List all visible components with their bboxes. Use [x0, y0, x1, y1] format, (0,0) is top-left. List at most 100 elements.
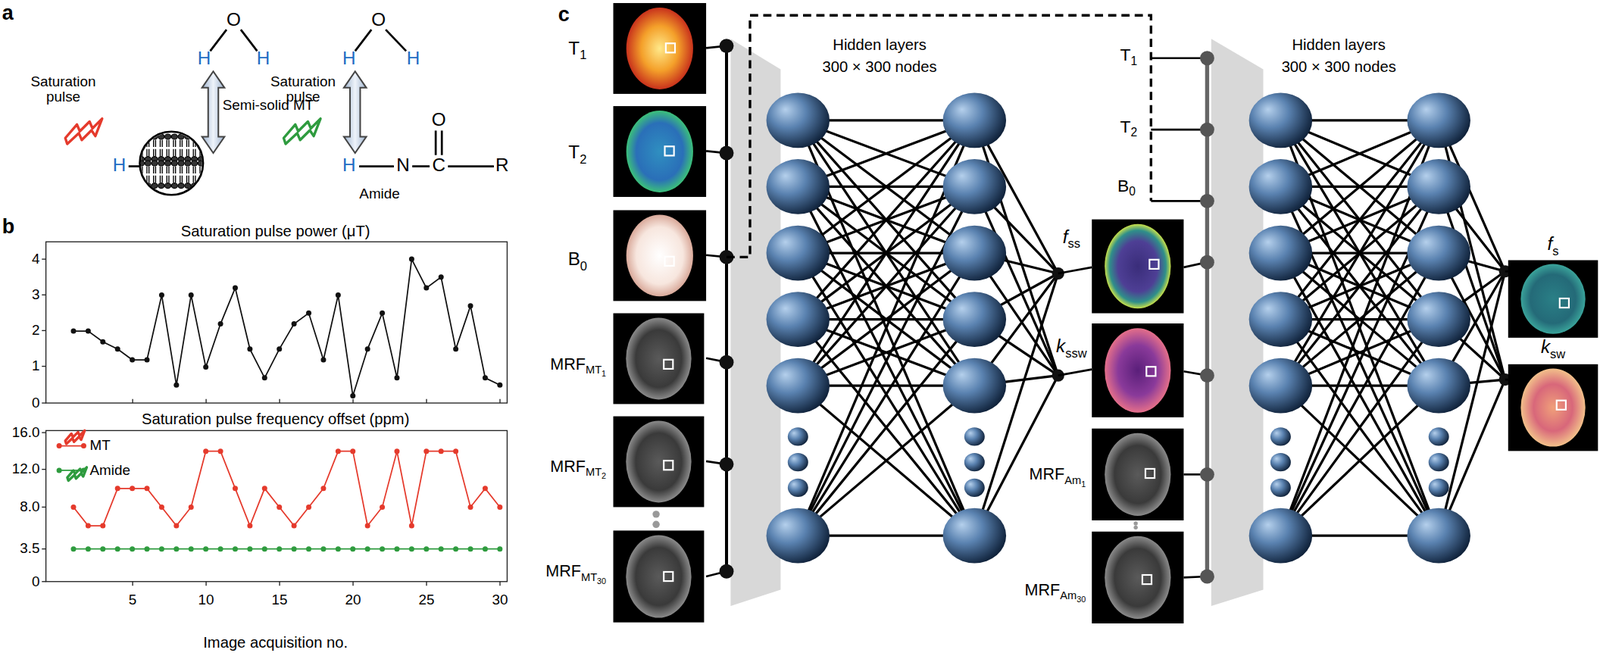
label-text: 12.0: [12, 460, 41, 478]
layer-connection: [1280, 120, 1439, 320]
text-group: 30: [492, 592, 509, 609]
image-tile: ksw: [1508, 364, 1599, 451]
text-group: 4: [31, 251, 41, 268]
subscript-text: 2: [601, 471, 607, 482]
input-neuron: [1200, 569, 1215, 585]
subscript-text: 2: [579, 151, 587, 166]
label-text: 30: [492, 590, 509, 608]
data-point: [335, 546, 341, 552]
axis-tick: [205, 399, 207, 404]
brain-map: [626, 214, 694, 297]
image-tile: B0: [613, 209, 707, 301]
data-point: [129, 546, 135, 552]
roi-marker: [1145, 468, 1155, 479]
lipid-tail: [141, 166, 143, 174]
label-text: 4: [31, 250, 41, 267]
data-point: [70, 504, 76, 510]
lipid-tail: [155, 166, 157, 174]
label-text: MRF: [550, 355, 586, 373]
hidden-neuron-dot: [787, 453, 809, 472]
data-point: [218, 448, 224, 454]
lipid-head: [151, 183, 158, 189]
lipid-head: [144, 134, 151, 140]
brain-map: [1520, 368, 1585, 447]
hidden-neuron: [766, 508, 831, 564]
hidden-neuron: [1249, 508, 1313, 564]
data-point: [246, 546, 253, 552]
output-connection: [1058, 369, 1092, 376]
lipid-tail: [206, 149, 207, 157]
map-background: [1091, 219, 1184, 314]
chart-frame: [46, 430, 508, 582]
roi-marker: [665, 256, 675, 266]
input-neuron: [719, 146, 735, 161]
data-point: [496, 382, 503, 388]
hidden-neuron: [1406, 159, 1471, 215]
subscript-text: 1: [1130, 55, 1138, 68]
brain-map: [626, 110, 694, 193]
lipid-tail: [206, 175, 207, 183]
data-point: [365, 546, 371, 552]
text-group: B0: [1117, 177, 1136, 197]
data-point: [262, 546, 268, 552]
lipid-tail: [172, 175, 174, 183]
lipid-tail: [168, 149, 169, 157]
text-group: T1: [1119, 46, 1138, 66]
text-group: T2: [1119, 118, 1138, 138]
lipid-tail: [193, 140, 194, 147]
hidden-neuron-dot: [1270, 478, 1291, 497]
lipid-tail: [134, 175, 136, 183]
lipid-tail: [201, 166, 203, 174]
layer-connection: [797, 120, 975, 320]
lipid-head: [151, 134, 158, 140]
lipid-tail: [208, 175, 210, 183]
data-point: [232, 285, 238, 291]
axis-tick: [131, 581, 133, 586]
data-point: [129, 485, 135, 491]
data-point: [291, 321, 297, 327]
lipid-tail: [199, 175, 200, 183]
lipid-tail: [140, 166, 141, 174]
data-point: [115, 546, 121, 552]
layer-connection: [1280, 186, 1439, 386]
data-point: [159, 292, 165, 298]
text-group: Saturation pulse power (μT): [181, 223, 371, 241]
lipid-head: [204, 183, 211, 189]
data-point: [335, 292, 341, 298]
data-point: [453, 546, 459, 552]
data-point: [423, 448, 429, 454]
lipid-tail: [133, 175, 135, 183]
lipid-head: [171, 160, 178, 166]
output-connection: [1505, 378, 1509, 382]
lipid-tail: [193, 149, 194, 157]
text-group: O: [226, 10, 241, 32]
lipid-tail: [161, 175, 163, 183]
axis-tick: [131, 399, 133, 404]
label-text: MRF: [1028, 465, 1065, 483]
image-tile: MRFAm30: [1091, 531, 1184, 624]
subscript-text: MT: [585, 465, 602, 478]
hidden-neuron: [943, 291, 1007, 347]
hidden-neuron: [1249, 159, 1313, 215]
subscript-text: 1: [579, 47, 587, 63]
lipid-head: [197, 134, 204, 140]
lipid-head: [131, 156, 138, 163]
data-point: [320, 485, 326, 491]
brain-map: [1104, 224, 1171, 310]
text-group: 0: [31, 573, 41, 590]
lipid-tail: [188, 175, 190, 183]
data-point: [159, 546, 165, 552]
data-point: [496, 504, 503, 510]
label-text: H: [342, 47, 357, 69]
brain-map: [625, 534, 691, 618]
lipid-head: [191, 160, 198, 166]
input-neuron: [719, 564, 735, 579]
lipid-head: [138, 160, 145, 166]
ellipsis-dot: [652, 521, 660, 529]
input-connection: [1150, 56, 1207, 60]
lipid-head: [131, 160, 138, 166]
data-point: [100, 546, 106, 552]
text-group: H: [256, 49, 271, 70]
hidden-neuron: [943, 93, 1007, 149]
data-point: [438, 448, 444, 454]
